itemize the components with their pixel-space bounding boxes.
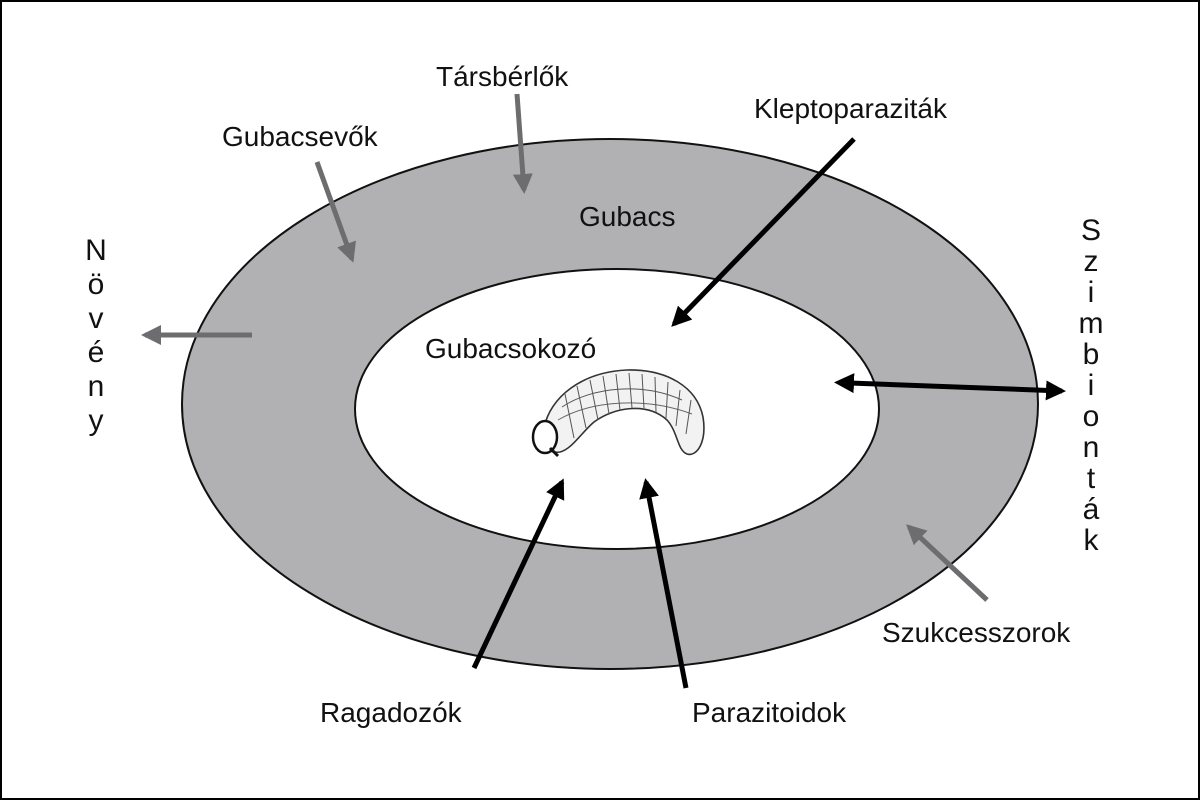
symbionts-vertical-letter: t <box>1087 462 1096 495</box>
symbionts-vertical-letter: k <box>1084 524 1100 557</box>
predators-arrow <box>471 478 565 670</box>
predators-label: Ragadozók <box>320 697 463 728</box>
plant-vertical-letter: v <box>89 302 104 335</box>
inquilines-label: Társbérlők <box>436 61 569 92</box>
parasitoids-label: Parazitoidok <box>692 697 847 728</box>
symbionts-vertical-letter: z <box>1084 245 1099 278</box>
gall-label: Gubacs <box>579 201 676 232</box>
symbionts-vertical-letter: m <box>1079 307 1104 340</box>
plant-vertical-letter: y <box>89 404 104 437</box>
symbionts-vertical-letter: o <box>1083 400 1100 433</box>
symbionts-vertical-letter: á <box>1083 493 1100 526</box>
inquilines-arrow <box>512 93 533 194</box>
successors-label: Szukcesszorok <box>882 617 1071 648</box>
gall-inducer-label: Gubacsokozó <box>425 333 596 364</box>
kleptoparasites-arrow <box>671 137 856 327</box>
kleptoparasites-label: Kleptoparaziták <box>754 93 948 124</box>
symbionts-vertical-letter: n <box>1083 431 1100 464</box>
plant-vertical-letter: N <box>85 234 107 267</box>
symbionts-vertical-letter: S <box>1081 214 1101 247</box>
symbionts-vertical-letter: b <box>1083 338 1100 371</box>
plant-vertical-letter: n <box>88 370 105 403</box>
successors-arrow <box>906 524 989 602</box>
larva-icon <box>531 369 705 458</box>
plant-vertical-letter: é <box>88 336 105 369</box>
plant-vertical-letter: ö <box>88 268 105 301</box>
symbionts-vertical-letter: i <box>1088 369 1095 402</box>
gall-eaters-arrow <box>314 161 356 263</box>
parasitoids-arrow <box>639 478 689 689</box>
gall-eaters-label: Gubacsevők <box>222 121 379 152</box>
symbionts-arrow <box>834 373 1066 401</box>
symbionts-vertical-letter: i <box>1088 276 1095 309</box>
